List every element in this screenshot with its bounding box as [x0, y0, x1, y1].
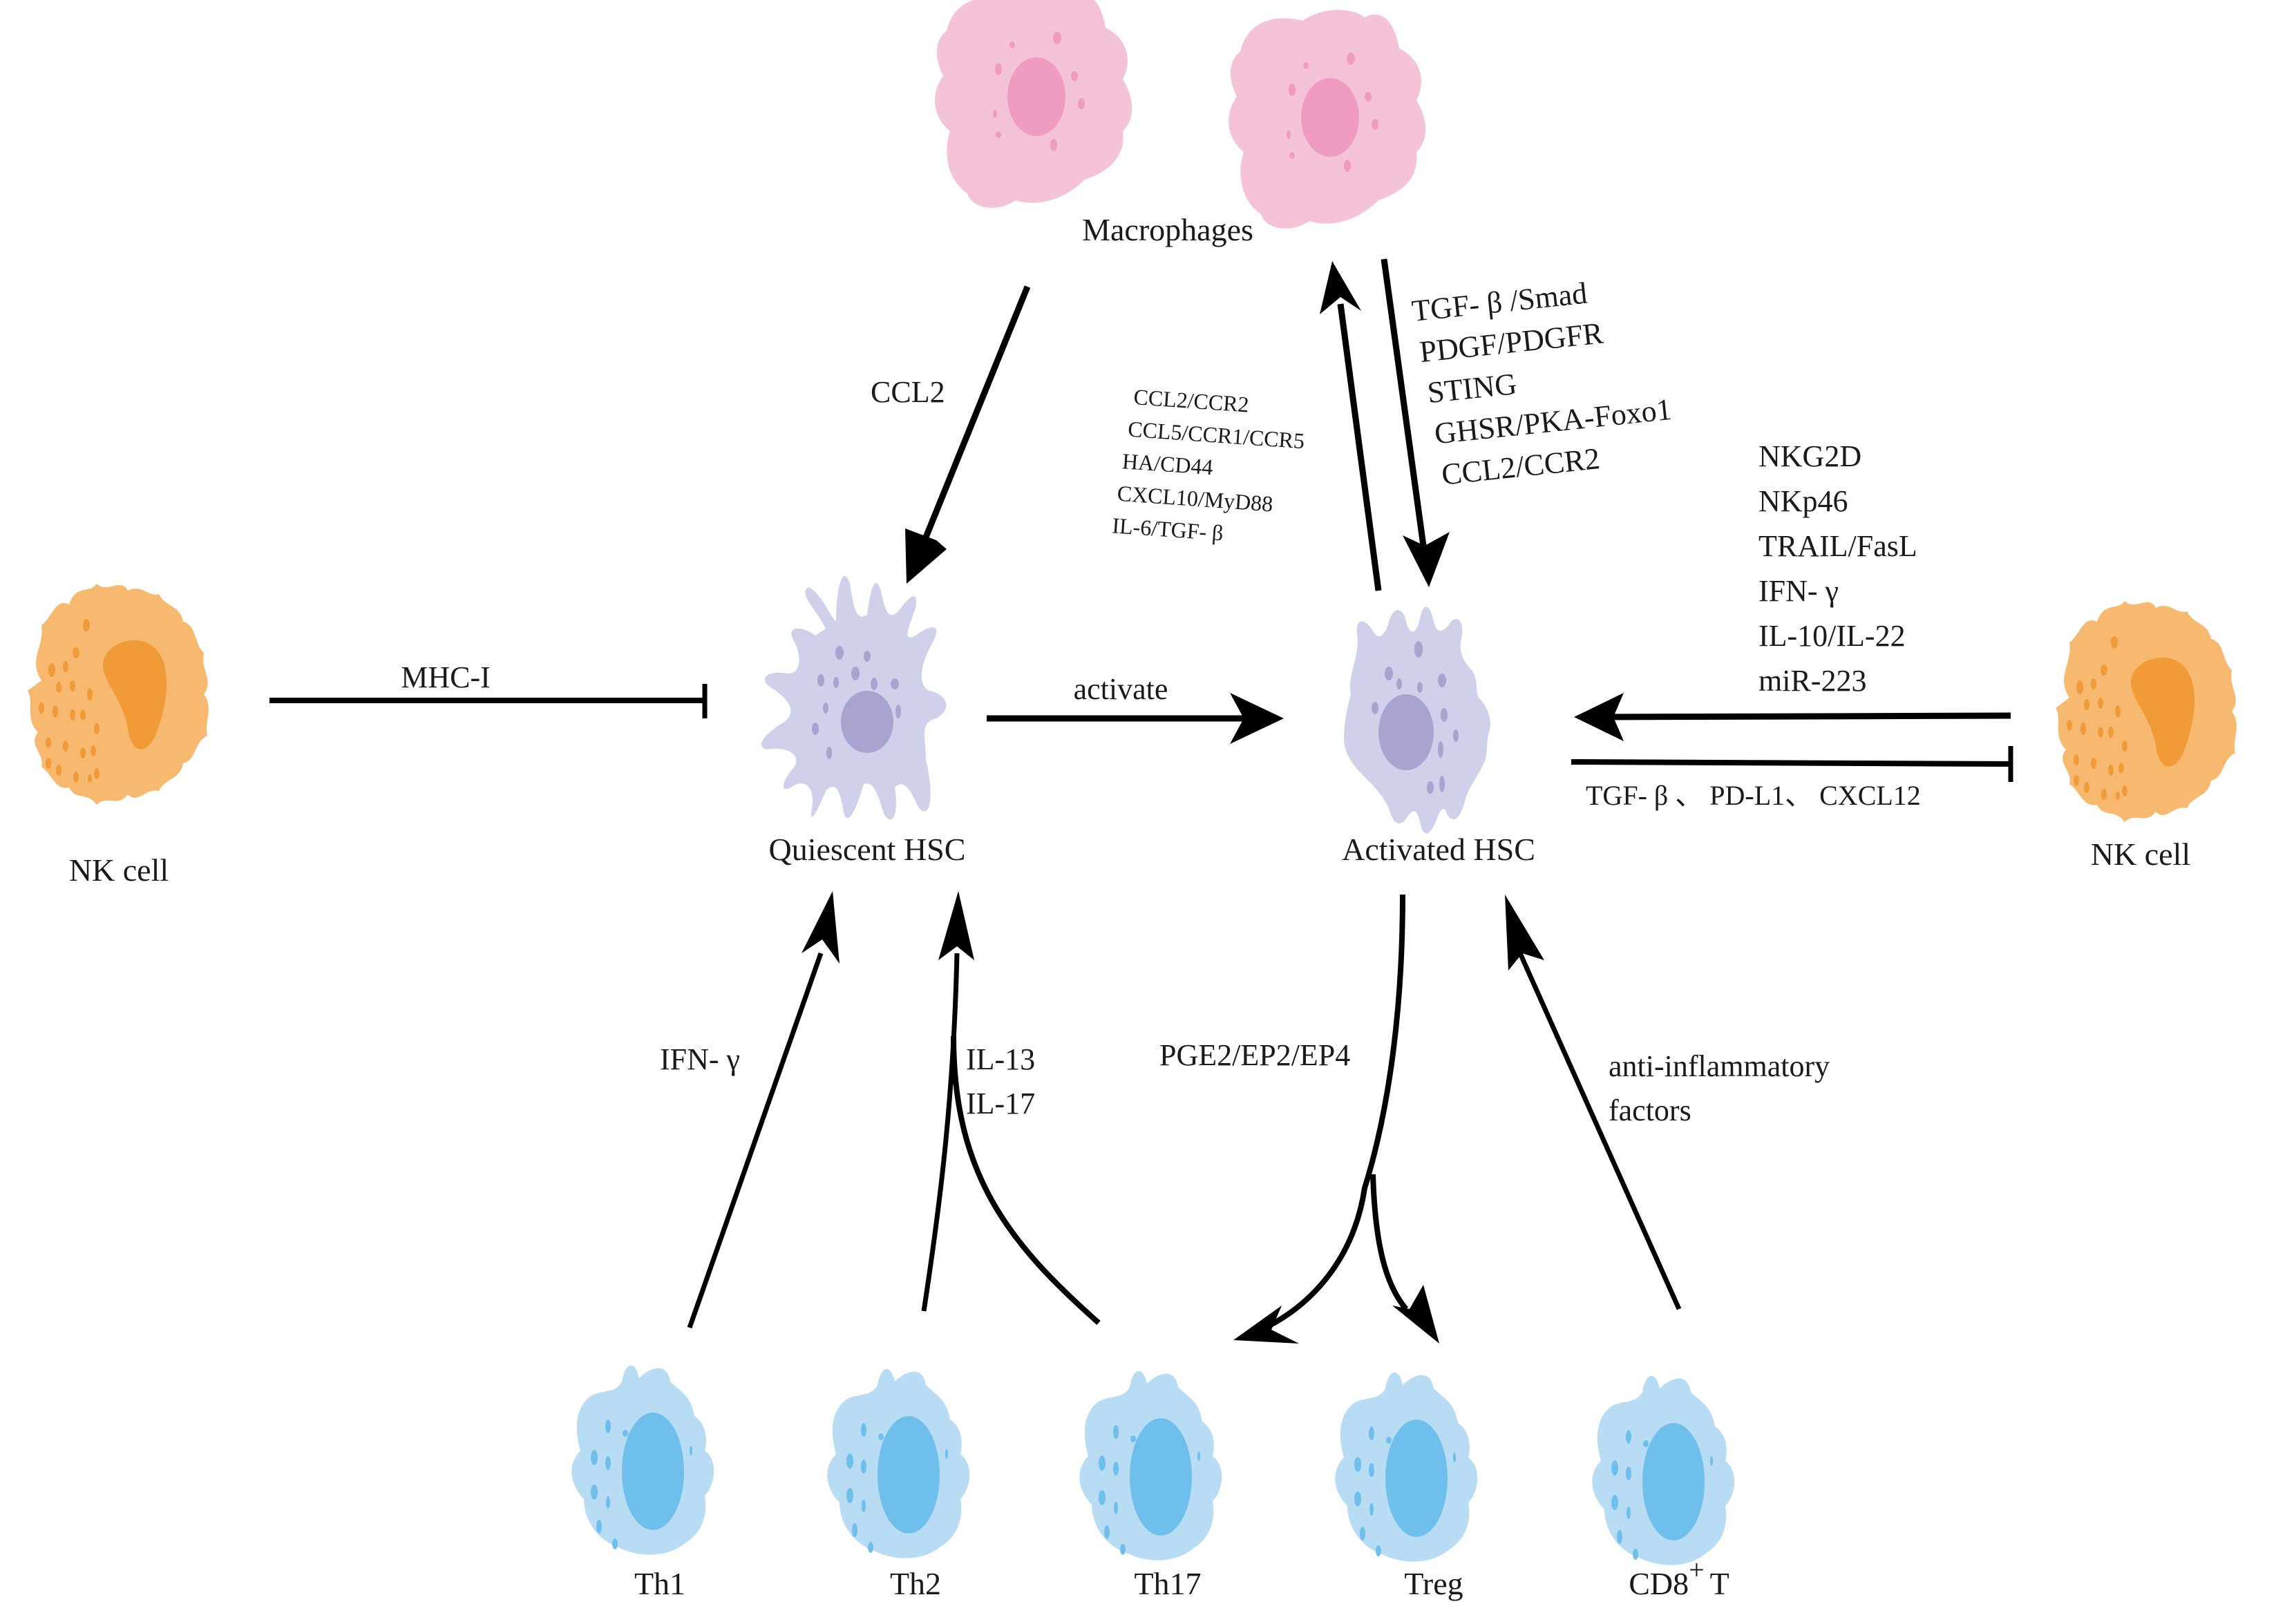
- label-ifn-gamma-th1: IFN- γ: [660, 1042, 740, 1076]
- label-activate: activate: [1074, 672, 1168, 706]
- edge-nk-right-to-activated: [1574, 693, 2011, 741]
- svg-text:STING: STING: [1425, 367, 1518, 410]
- label-tgf-pdl1-cxcl12: TGF- β 、 PD-L1、 CXCL12: [1586, 780, 1921, 811]
- quiescent-hsc-cell: [761, 575, 947, 820]
- edge-nk-left-inhibits-quiescent: [269, 684, 708, 718]
- cd8-t-label: CD8+T: [1629, 1554, 1729, 1601]
- svg-text:CCL5/CCR1/CCR5: CCL5/CCR1/CCR5: [1127, 417, 1305, 454]
- label-macrophage-to-activated: TGF- β /Smad PDGF/PDGFR STING GHSR/PKA-F…: [1410, 276, 1674, 492]
- macrophage-cell-left: [935, 0, 1132, 208]
- edge-th1-to-quiescent: [687, 891, 840, 1329]
- th17-cell: [1079, 1370, 1222, 1560]
- edge-macrophage-to-activated: [1381, 258, 1450, 587]
- th2-label: Th2: [890, 1566, 941, 1601]
- label-il17: IL-17: [966, 1087, 1035, 1120]
- edge-activated-inhibits-nk-right: [1571, 746, 2013, 782]
- svg-text:IL-6/TGF- β: IL-6/TGF- β: [1111, 513, 1224, 545]
- label-hsc-to-macrophage: CCL2/CCR2 CCL5/CCR1/CCR5 HA/CD44 CXCL10/…: [1111, 384, 1305, 545]
- edge-th2-th17-to-quiescent: [921, 891, 1101, 1325]
- edge-activated-to-macrophage: [1320, 261, 1382, 591]
- label-nk-right-to-activated: NKG2D NKp46 TRAIL/FasL IFN- γ IL-10/IL-2…: [1758, 439, 1917, 698]
- svg-text:IFN- γ: IFN- γ: [1758, 574, 1839, 608]
- svg-text:CCL2/CCR2: CCL2/CCR2: [1440, 441, 1602, 492]
- nk-cell-right-label: NK cell: [2091, 837, 2190, 872]
- label-anti-inflammatory: anti-inflammatory: [1609, 1049, 1830, 1083]
- svg-text:CCL2/CCR2: CCL2/CCR2: [1133, 384, 1250, 417]
- edge-macrophage-to-quiescent: [905, 285, 1031, 584]
- svg-text:IL-10/IL-22: IL-10/IL-22: [1758, 619, 1906, 653]
- label-ccl2: CCL2: [871, 375, 945, 409]
- nk-cell-right: [2056, 601, 2237, 822]
- th17-label: Th17: [1134, 1566, 1201, 1601]
- macrophage-cell-right: [1229, 10, 1426, 229]
- nk-cell-left: [28, 584, 209, 805]
- svg-text:TRAIL/FasL: TRAIL/FasL: [1758, 529, 1917, 563]
- label-mhc-i: MHC-I: [401, 660, 491, 694]
- edge-quiescent-to-activated: [987, 693, 1284, 744]
- label-pge2: PGE2/EP2/EP4: [1159, 1038, 1350, 1072]
- label-il13: IL-13: [966, 1042, 1035, 1076]
- activated-hsc-cell: [1344, 606, 1490, 834]
- th1-label: Th1: [634, 1566, 685, 1601]
- macrophages-label: Macrophages: [1082, 212, 1253, 247]
- quiescent-hsc-label: Quiescent HSC: [769, 832, 966, 867]
- svg-text:NKG2D: NKG2D: [1758, 439, 1861, 473]
- cd8-t-cell: [1592, 1375, 1735, 1565]
- svg-text:miR-223: miR-223: [1758, 664, 1866, 698]
- treg-label: Treg: [1404, 1566, 1463, 1601]
- activated-hsc-label: Activated HSC: [1342, 832, 1535, 867]
- treg-cell: [1335, 1372, 1478, 1562]
- label-factors: factors: [1609, 1093, 1691, 1127]
- svg-text:CXCL10/MyD88: CXCL10/MyD88: [1117, 481, 1274, 517]
- svg-text:HA/CD44: HA/CD44: [1121, 448, 1214, 479]
- edge-activated-to-th17-treg: [1233, 894, 1439, 1344]
- th1-cell: [571, 1365, 714, 1555]
- nk-cell-left-label: NK cell: [69, 852, 169, 888]
- edge-cd8-to-activated: [1505, 895, 1682, 1310]
- svg-text:NKp46: NKp46: [1758, 484, 1848, 518]
- th2-cell: [827, 1368, 970, 1558]
